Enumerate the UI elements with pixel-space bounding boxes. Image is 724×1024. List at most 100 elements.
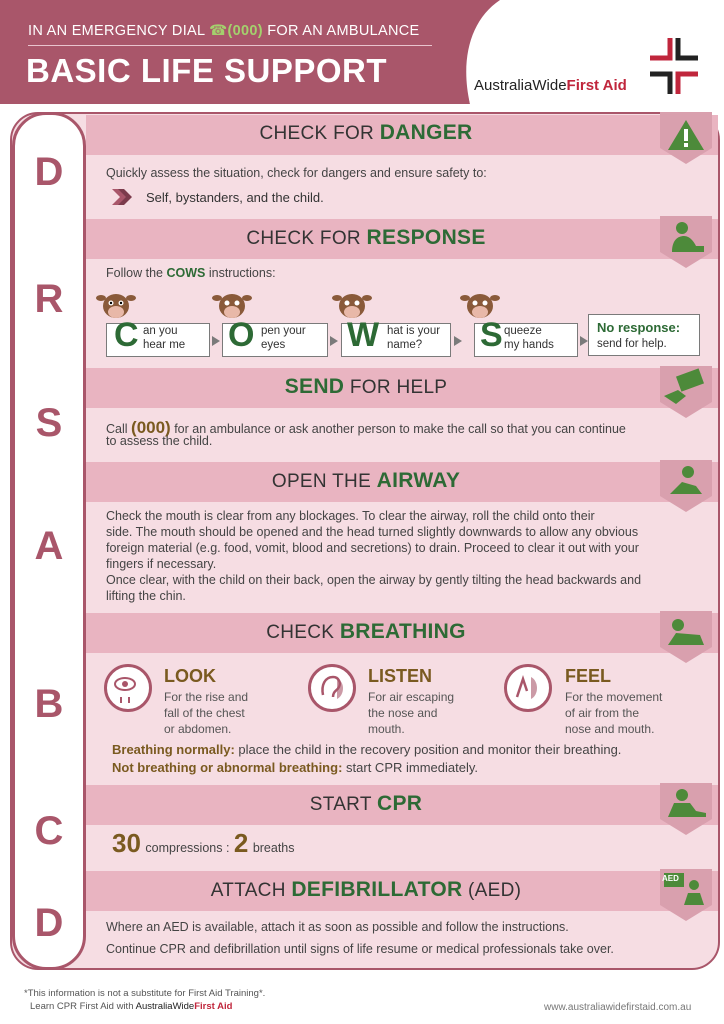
breathing-abnormal: Not breathing or abnormal breathing: sta… <box>112 760 478 775</box>
breathing-title-prefix: CHECK <box>266 622 335 643</box>
listen-line1: For air escaping <box>368 690 455 704</box>
feel-icon <box>504 664 552 712</box>
cows-o-line2: eyes <box>261 339 286 351</box>
airway-band <box>86 462 718 502</box>
letter-d2: D <box>34 901 64 945</box>
footer-url[interactable]: www.australiawidefirstaid.com.au <box>544 1002 692 1013</box>
cow-icon <box>332 288 372 322</box>
cows-s-line2: my hands <box>504 339 554 351</box>
breathing-normal: Breathing normally: place the child in t… <box>112 742 621 757</box>
cpr-band <box>86 785 718 825</box>
cow-icon <box>460 288 500 322</box>
emergency-suffix: FOR AN AMBULANCE <box>267 23 420 39</box>
airway-title: OPEN THE AIRWAY <box>86 469 646 493</box>
danger-title-prefix: CHECK FOR <box>259 123 375 144</box>
footer-brand-part2: First Aid <box>194 1001 233 1012</box>
cows-letter-s: S <box>480 316 503 354</box>
aed-icon <box>660 869 712 921</box>
header-banner <box>0 0 724 104</box>
cpr-compressions: 30 <box>112 828 141 858</box>
cows-letter-o: O <box>228 316 255 354</box>
cpr-compressions-label: compressions : <box>145 841 230 855</box>
footer-learn: Learn CPR First Aid with AustraliaWideFi… <box>30 1001 232 1012</box>
airway-title-prefix: OPEN THE <box>271 471 372 492</box>
cows-c-line1: an you <box>143 325 178 337</box>
breathing-title: CHECK BREATHING <box>86 620 646 644</box>
brand-part1: AustraliaWide <box>474 77 567 94</box>
no-response-box <box>588 314 700 356</box>
response-band <box>86 219 718 259</box>
defib-title-prefix: ATTACH <box>210 880 286 901</box>
cpr-title-prefix: START <box>309 794 372 815</box>
send-title-suffix: FOR HELP <box>349 377 448 398</box>
person-kneeling-icon <box>660 216 712 268</box>
feel-line1: For the movement <box>565 690 663 704</box>
send-title: SEND FOR HELP <box>86 375 646 399</box>
breathing-title-bold: BREATHING <box>339 620 466 643</box>
listen-icon <box>308 664 356 712</box>
airway-line-6: lifting the chin. <box>106 589 186 603</box>
look-icon <box>104 664 152 712</box>
cows-step-s <box>474 323 578 357</box>
cpr-ratio: 30 compressions : 2 breaths <box>112 828 295 859</box>
breathing-normal-text: place the child in the recovery position… <box>238 742 622 757</box>
look-line1: For the rise and <box>164 690 249 704</box>
response-title-prefix: CHECK FOR <box>246 228 361 249</box>
brand-name: AustraliaWideFirst Aid <box>474 77 627 94</box>
header-rule <box>28 45 432 46</box>
emergency-prefix: IN AN EMERGENCY DIAL <box>28 23 205 39</box>
airway-line-1: Check the mouth is clear from any blocka… <box>106 509 595 523</box>
look-line2: fall of the chest <box>164 706 245 720</box>
send-band <box>86 368 718 408</box>
emergency-line: IN AN EMERGENCY DIAL ☎(000) FOR AN AMBUL… <box>28 23 420 39</box>
breathing-abnormal-bold: Not breathing or abnormal breathing: <box>112 760 343 775</box>
breathing-check-icon <box>660 611 712 663</box>
cows-w-line1: hat is your <box>387 325 441 337</box>
cpr-breaths-label: breaths <box>252 841 295 855</box>
phone-icon: ☎ <box>209 23 228 39</box>
danger-title: CHECK FOR DANGER <box>86 121 646 145</box>
airway-tilt-icon <box>660 460 712 512</box>
arrow-right-icon <box>580 336 588 346</box>
danger-text: Quickly assess the situation, check for … <box>106 166 487 180</box>
cows-step-w <box>341 323 451 357</box>
intro-prefix: Follow the <box>106 266 163 280</box>
brand-part2: First Aid <box>566 77 627 94</box>
aed-label: AED <box>662 874 679 883</box>
letter-c: C <box>34 809 64 853</box>
response-title: CHECK FOR RESPONSE <box>86 226 646 250</box>
feel-line2: of air from the <box>565 706 640 720</box>
listen-head: LISTEN <box>368 666 433 686</box>
no-response-text: send for help. <box>597 338 667 350</box>
letter-d: D <box>34 150 64 194</box>
cows-c-line2: hear me <box>143 339 186 351</box>
airway-line-5: Once clear, with the child on their back… <box>106 573 642 587</box>
defib-line1: Where an AED is available, attach it as … <box>106 920 569 934</box>
cow-icon <box>212 288 252 322</box>
defib-line2: Continue CPR and defibrillation until si… <box>106 942 614 956</box>
letter-a: A <box>34 524 64 568</box>
cows-letter-c: C <box>114 316 139 354</box>
listen-line2: the nose and <box>368 706 438 720</box>
intro-bold: COWS <box>166 266 206 280</box>
airway-line-2: side. The mouth should be opened and the… <box>106 525 639 539</box>
letter-b: B <box>34 682 64 726</box>
danger-title-bold: DANGER <box>379 121 473 144</box>
emergency-number: (000) <box>227 23 263 39</box>
drsabcd-column <box>12 112 86 970</box>
listen-line3: mouth. <box>368 722 405 736</box>
send-text-line1-content: for an ambulance or ask another person t… <box>174 422 626 436</box>
breathing-normal-bold: Breathing normally: <box>112 742 235 757</box>
arrow-right-icon <box>454 336 462 346</box>
look-head: LOOK <box>164 666 216 686</box>
arrow-right-icon <box>330 336 338 346</box>
send-text-line2: to assess the child. <box>106 434 213 448</box>
send-title-bold: SEND <box>284 375 345 398</box>
response-title-bold: RESPONSE <box>366 226 486 249</box>
defib-title-suffix: (AED) <box>468 880 522 901</box>
danger-bullet: Self, bystanders, and the child. <box>146 190 324 205</box>
airway-title-bold: AIRWAY <box>376 469 461 492</box>
send-number: (000) <box>131 418 171 437</box>
cows-s-line1: queeze <box>504 325 542 337</box>
no-response-title: No response: <box>597 320 681 335</box>
